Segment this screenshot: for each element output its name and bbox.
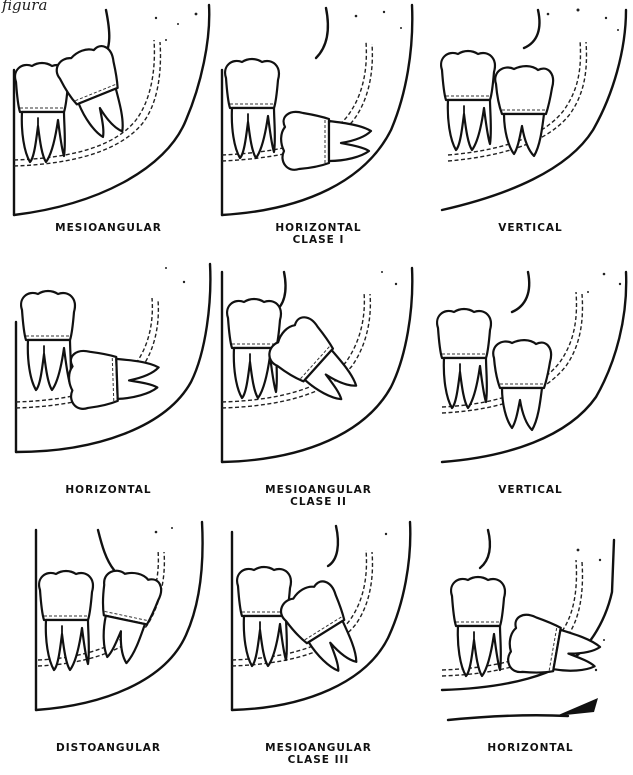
caption-mesioangular-clase-iii: MESIOANGULAR CLASE III	[216, 742, 421, 766]
panel-mesioangular-clase-iii: MESIOANGULAR CLASE III	[216, 520, 421, 775]
mesioangular-clase-iii-illustration	[216, 520, 421, 725]
panel-horizontal-clase-i: HORIZONTAL CLASE I	[216, 0, 421, 255]
horizontal-middle-illustration	[6, 262, 211, 467]
mesioangular-clase-ii-illustration	[216, 262, 421, 467]
panel-horizontal-bottom: HORIZONTAL	[428, 520, 633, 775]
caption-horizontal-bottom: HORIZONTAL	[428, 742, 633, 754]
panel-horizontal-middle: HORIZONTAL	[6, 262, 211, 517]
caption-distoangular: DISTOANGULAR	[6, 742, 211, 754]
vertical-middle-illustration	[428, 262, 633, 467]
panel-vertical-top: VERTICAL	[428, 0, 633, 255]
caption-vertical-middle: VERTICAL	[428, 484, 633, 496]
panel-distoangular: DISTOANGULAR	[6, 520, 211, 775]
mesioangular-illustration	[6, 0, 211, 205]
panel-mesioangular-clase-ii: MESIOANGULAR CLASE II	[216, 262, 421, 517]
horizontal-bottom-illustration	[428, 520, 633, 725]
caption-mesioangular: MESIOANGULAR	[6, 222, 211, 234]
caption-vertical-top: VERTICAL	[428, 222, 633, 234]
caption-mesioangular-clase-ii: MESIOANGULAR CLASE II	[216, 484, 421, 508]
caption-horizontal-clase-i: HORIZONTAL CLASE I	[216, 222, 421, 246]
vertical-top-illustration	[428, 0, 633, 205]
caption-horizontal-middle: HORIZONTAL	[6, 484, 211, 496]
panel-mesioangular: MESIOANGULAR	[6, 0, 211, 255]
horizontal-clase-i-illustration	[216, 0, 421, 205]
panel-vertical-middle: VERTICAL	[428, 262, 633, 517]
distoangular-illustration	[6, 520, 211, 725]
